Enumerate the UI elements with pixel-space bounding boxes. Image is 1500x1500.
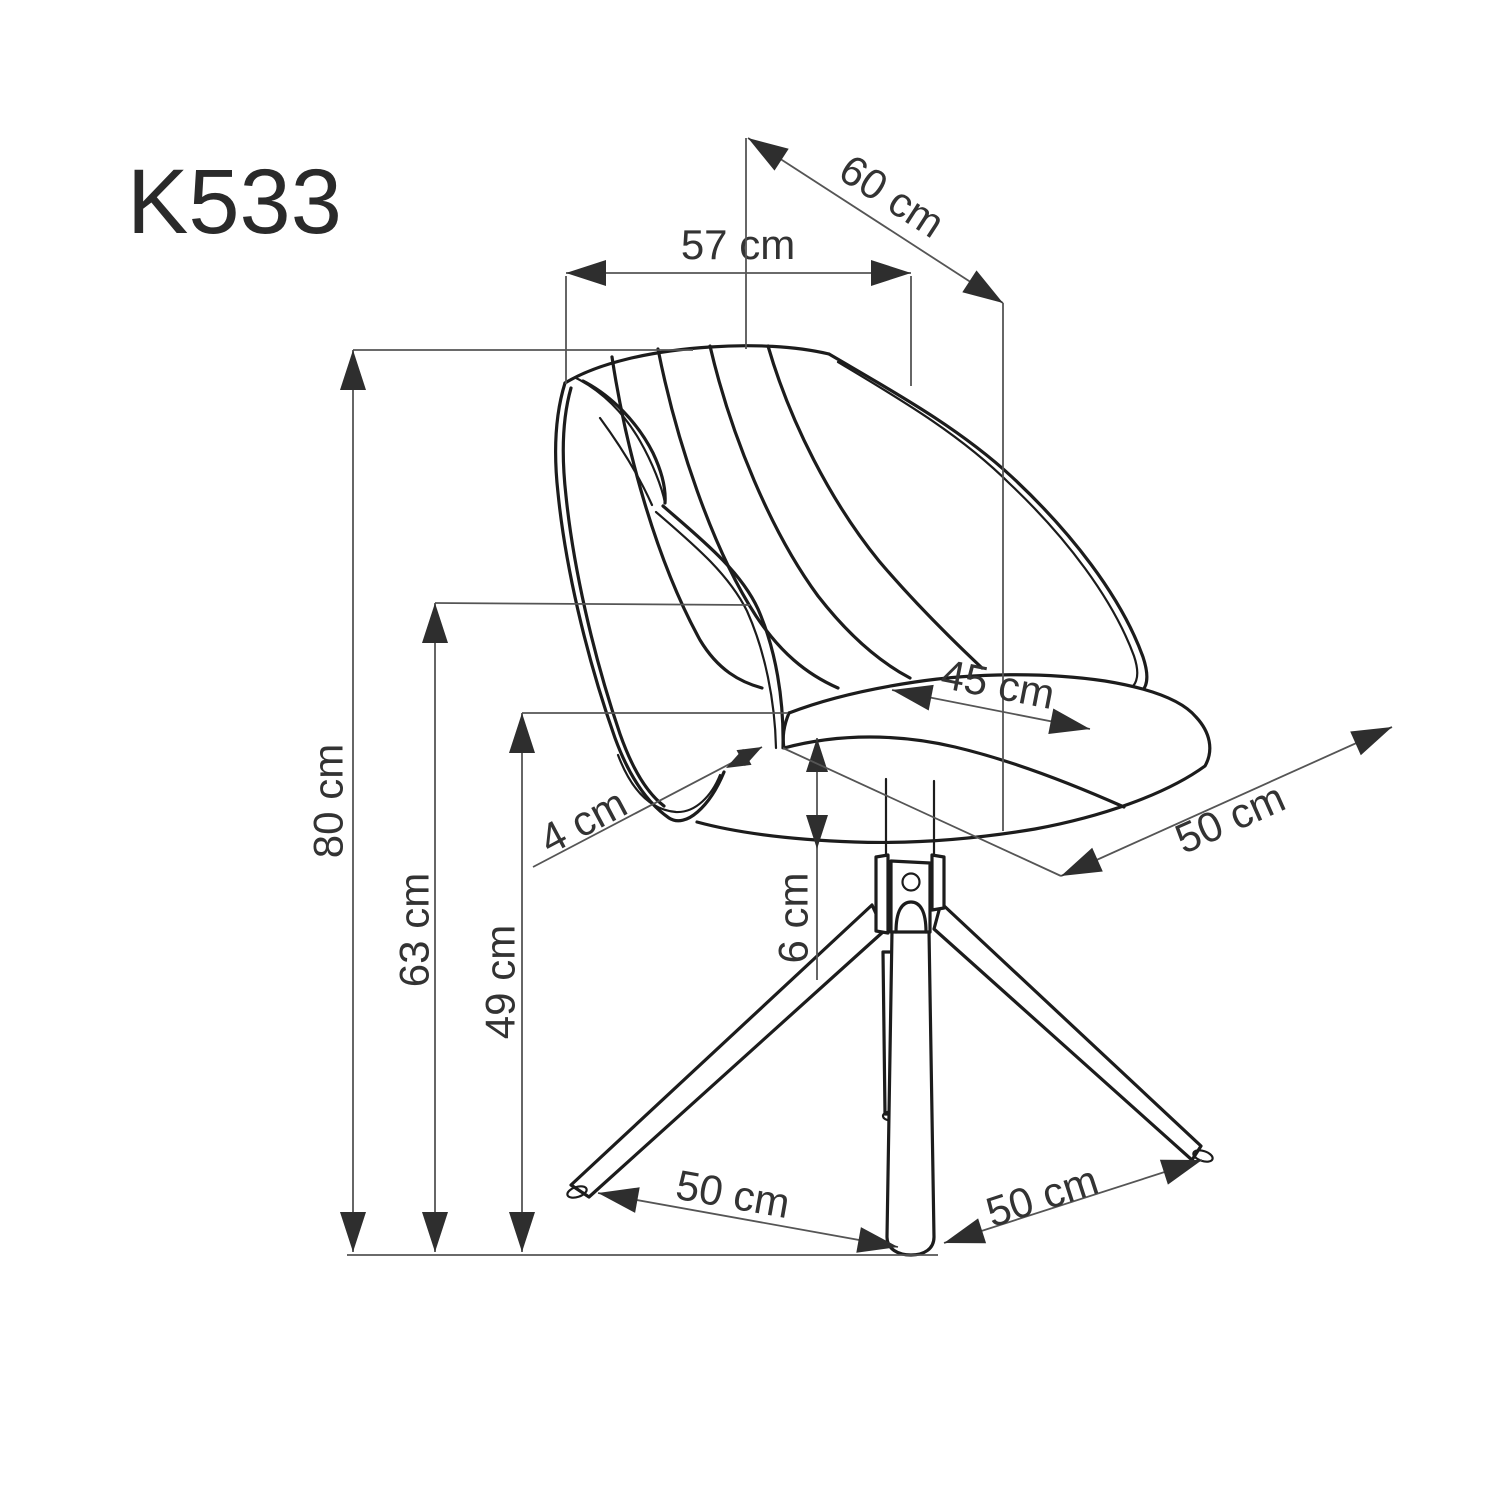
arrowhead-57-right [871,260,911,286]
leg-right [932,901,1203,1162]
dim-label-back-height: 63 cm [391,873,438,987]
arrowhead-base-right-a [944,1218,987,1244]
dim-line-base-right [943,1159,1203,1244]
dim-label-seat-depth: 50 cm [1168,773,1292,862]
arrowhead-60-top [748,138,789,171]
backrest-top-edge [563,344,831,385]
backrest-outer-contour [554,381,726,823]
backrest-seam-1 [610,355,764,690]
dim-leader-seat-depth [782,747,1062,877]
dimension-base-span-left: 50 cm [597,1161,899,1253]
dimension-back-width: 57 cm [565,221,912,386]
backrest-seam-2 [656,347,840,690]
dim-label-base-span-right: 50 cm [980,1156,1103,1236]
dim-line-base-left [597,1192,899,1248]
seat-left-tip-edge [781,711,791,750]
dim-ext-63-top [434,602,751,606]
dim-label-back-gap: 4 cm [532,779,634,863]
arrowhead-45-left [892,684,934,711]
dim-label-seat-height: 49 cm [477,925,524,1039]
backrest-seam-4 [766,344,984,670]
arrowhead-49-bottom [509,1212,535,1252]
armrest-strap-inner [574,376,667,505]
dimension-base-span-right: 50 cm [943,1156,1203,1244]
backrest-right-rim-inner [836,360,1139,696]
arrowhead-4-lower [726,748,752,768]
arrowhead-80-top [340,350,366,390]
model-title: K533 [127,151,342,253]
dim-label-back-width: 57 cm [681,221,795,268]
chair-drawing [554,344,1214,1257]
leg-front [885,929,936,1257]
backrest-bottom-lip [616,753,722,814]
backrest-front-sweep [661,504,785,750]
backrest-right-rim-outer [827,352,1149,701]
mechanism-arch [894,900,928,934]
arrowhead-6-top [806,738,828,772]
dim-label-base-span-left: 50 cm [673,1161,794,1227]
backrest-inner-rim-left [561,386,666,808]
leg-left-foot-cap [566,1185,588,1199]
dim-label-overall-height: 80 cm [305,744,352,858]
dimension-back-height: 63 cm [391,602,751,1252]
dim-line-60 [747,137,1004,304]
arrowhead-80-bottom [340,1212,366,1252]
mechanism-flange-left [874,853,890,935]
backrest-front-sweep-twin [654,510,778,750]
arrowhead-57-left [566,260,606,286]
seat-silhouette [697,674,1210,843]
dim-label-seat-thickness: 6 cm [770,872,817,963]
seat-outline [695,673,1212,845]
arrowhead-seat-depth-right [1350,727,1392,756]
arrowhead-6-bottom [806,815,828,849]
backrest-seam-3 [708,344,912,680]
seat-underside-edge [782,735,1126,809]
mechanism-bolt-hole [901,872,921,892]
dimension-seat-height: 49 cm [477,712,788,1252]
arrowhead-49-top [509,713,535,753]
mechanism-flange-right [930,853,946,912]
mechanism-plate [889,859,932,934]
dimension-seat-thickness: 6 cm [770,738,828,980]
arrowhead-base-right-b [1159,1159,1202,1185]
arrowhead-base-left-b [856,1227,898,1253]
arrowhead-63-bottom [422,1212,448,1252]
armrest-strap-outer [581,379,667,505]
arrowhead-60-bottom [962,270,1003,303]
dim-leader-4 [532,746,763,868]
dim-line-seat-depth [1060,726,1393,877]
arrowhead-63-top [422,603,448,643]
arrowhead-seat-depth-left [1061,847,1103,876]
leg-left [569,903,886,1199]
armrest-accent-line [598,416,654,507]
dimension-overall-height: 80 cm [305,349,693,1252]
arrowhead-base-left-a [598,1187,640,1213]
arrowhead-45-right [1048,708,1090,734]
